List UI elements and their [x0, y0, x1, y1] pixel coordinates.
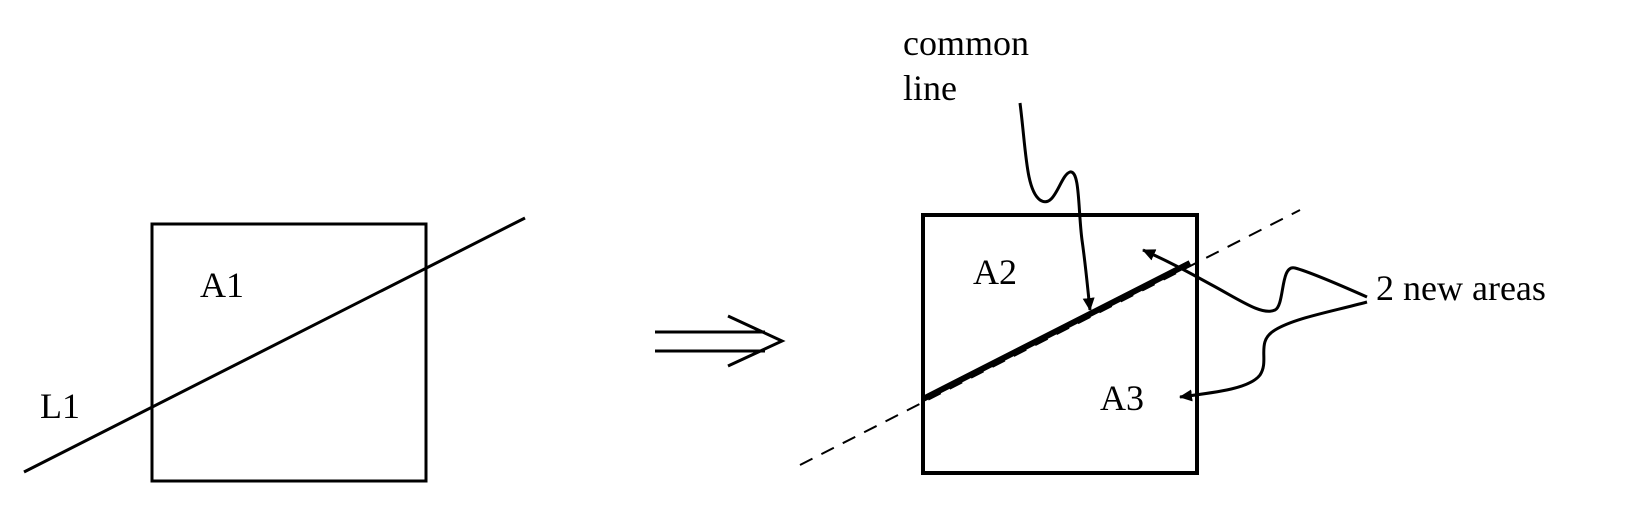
common-line-annotation-line2: line	[903, 68, 957, 108]
line-l1-label: L1	[40, 386, 80, 426]
original-line-dashed	[799, 209, 1301, 466]
new-area-a2-pointer-arrow	[1142, 248, 1368, 313]
new-area-a3-pointer-arrow	[1179, 300, 1368, 402]
area-a1-polygon	[150, 222, 428, 483]
line-l1	[23, 216, 526, 474]
right-figure: A2 A3 common line 2 new areas	[799, 23, 1546, 475]
left-figure: A1 L1	[23, 216, 526, 483]
common-line-annotation-line1: common	[903, 23, 1029, 63]
new-areas-annotation: 2 new areas	[1376, 268, 1546, 308]
double-right-arrow-icon	[655, 314, 786, 368]
area-a1-label: A1	[200, 265, 244, 305]
area-a2-label: A2	[973, 252, 1017, 292]
common-line	[921, 260, 1192, 402]
area-a3-label: A3	[1100, 378, 1144, 418]
polygon-outline	[921, 213, 1199, 475]
common-line-pointer-arrow	[1018, 102, 1095, 311]
